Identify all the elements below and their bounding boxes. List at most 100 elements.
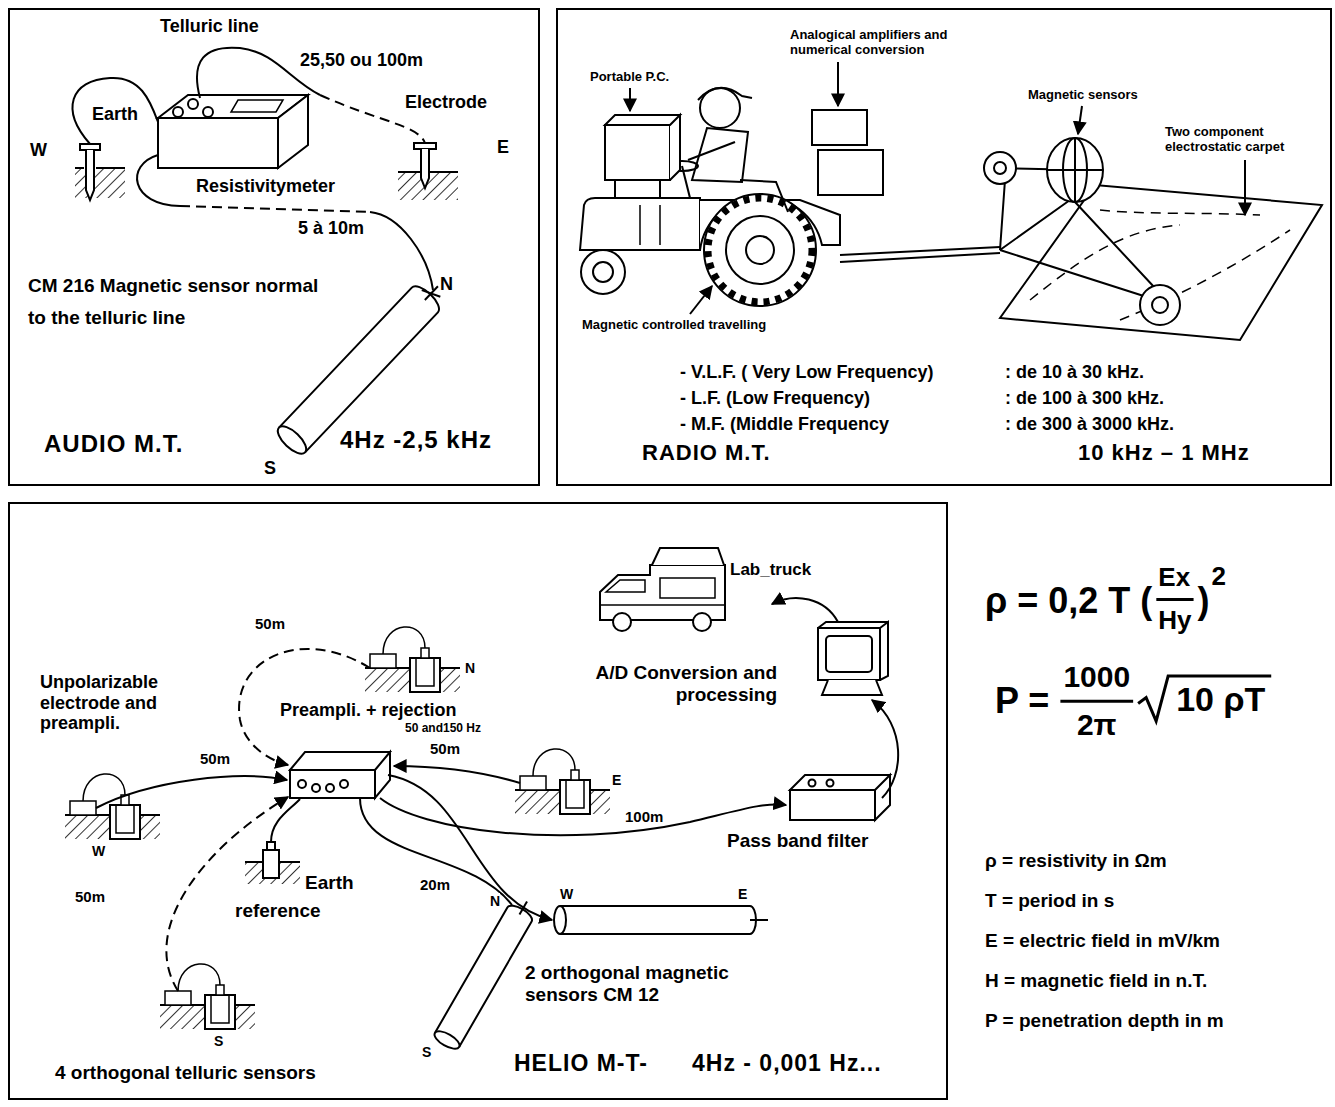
sensor-wires	[360, 775, 786, 920]
magnetic-sensor-we	[560, 906, 756, 934]
reference-electrode	[263, 850, 279, 878]
panel-title: 10 kHz – 1 MHz	[1078, 440, 1250, 465]
lab-truck	[693, 613, 711, 631]
preamp-rejection-box	[290, 752, 390, 798]
computer	[772, 598, 888, 695]
tractor	[593, 262, 613, 282]
annotation-label: Preampli. + rejection	[280, 700, 457, 721]
lab-truck	[613, 613, 631, 631]
annotation-label: CM 216 Magnetic sensor normal to the tel…	[28, 270, 328, 335]
annotation-label: Pass band filter	[727, 830, 869, 852]
telluric-electrodes	[365, 627, 460, 692]
annotation-label: E	[738, 886, 747, 902]
formula-part: 10 ρT	[1176, 680, 1265, 719]
electrode-stake	[398, 143, 458, 200]
trailer-frame	[1152, 297, 1168, 313]
annotation-label: 50m	[255, 615, 285, 632]
sensor-wires	[388, 775, 552, 920]
panel-box: HELIO M-T- 4Hz - 0,001 Hz...	[8, 502, 948, 1100]
driver	[682, 166, 690, 198]
tractor	[581, 250, 625, 294]
magnetic-sensor-ns	[520, 901, 528, 914]
pass-band-filter	[790, 775, 890, 820]
formula-part: 2	[1212, 562, 1226, 592]
resistivitymeter-box	[203, 107, 213, 117]
resistivitymeter-box	[231, 100, 283, 112]
annotation-label: Telluric line	[160, 16, 259, 37]
annotation-label: A/D Conversion and processing	[552, 662, 777, 706]
earth-stake	[75, 167, 125, 169]
pass-band-filter	[827, 780, 834, 787]
radio-illustration	[580, 62, 1322, 340]
annotation-label: E	[612, 772, 621, 788]
annotation-label: 50m	[200, 750, 230, 767]
annotation-label: S	[214, 1033, 223, 1049]
telluric-line	[197, 48, 425, 143]
annotation-label: W	[560, 886, 573, 902]
magnetic-sensors	[1047, 138, 1103, 202]
telluric-electrodes	[160, 964, 255, 1029]
helio-illustration	[65, 548, 898, 1052]
tractor	[580, 198, 700, 250]
formula-part: Ex	[1158, 563, 1190, 593]
sensor-wire	[370, 212, 433, 290]
trailer-frame	[840, 168, 1180, 325]
pass-band-filter	[790, 790, 875, 820]
annotation-label: : de 100 à 300 kHz.	[1005, 388, 1164, 409]
driver	[740, 180, 788, 212]
annotation-label: Portable P.C.	[590, 70, 669, 85]
electrode-stake	[421, 149, 429, 188]
lab-truck	[600, 548, 725, 631]
tractor	[726, 216, 794, 284]
portable-pc	[615, 180, 660, 198]
lab-truck	[600, 565, 725, 620]
annotation-label: E	[497, 137, 509, 158]
annotation-label: W	[30, 140, 47, 161]
panel-title: AUDIO M.T.	[44, 430, 183, 458]
annotation-label: Analogical amplifiers and numerical conv…	[790, 28, 980, 58]
earth-stake	[80, 144, 100, 150]
computer	[826, 636, 872, 672]
annotation-label: 4 orthogonal telluric sensors	[55, 1062, 316, 1084]
symbol-definition: T = period in s	[985, 890, 1114, 912]
annotation-label: Unpolarizable electrode and preampli.	[40, 672, 205, 734]
trailer-frame	[1140, 285, 1180, 325]
annotation-label: : de 300 à 3000 kHz.	[1005, 414, 1174, 435]
symbol-definition: H = magnetic field in n.T.	[985, 970, 1207, 992]
electrode-wires	[166, 797, 288, 991]
leader-arrows	[1244, 160, 1246, 215]
electrostatic-carpet	[1000, 185, 1322, 340]
preamp-rejection-box	[340, 780, 348, 788]
annotation-label: Magnetic controlled travelling	[582, 318, 766, 333]
electrostatic-carpet	[1000, 185, 1322, 340]
leader-arrows	[690, 286, 712, 314]
annotation-label: 25,50 ou 100m	[300, 50, 423, 71]
telluric-electrodes	[65, 774, 160, 839]
annotation-label: S	[422, 1044, 431, 1060]
annotation-label: W	[92, 843, 105, 859]
magnetic-sensors	[994, 162, 1006, 174]
annotation-label: - M.F. (Middle Frequency	[680, 414, 889, 435]
lab-truck	[652, 548, 724, 565]
electrode-stake	[414, 143, 436, 149]
electrode-wires	[96, 776, 287, 808]
magnetic-sensor-ns	[432, 894, 539, 1052]
computer	[772, 598, 838, 622]
magnetic-sensor-ns	[432, 1028, 462, 1052]
annotation-label: - V.L.F. ( Very Low Frequency)	[680, 362, 933, 383]
panel-box: RADIO M.T.10 kHz – 1 MHz	[556, 8, 1332, 486]
panel-title: 4Hz - 0,001 Hz...	[692, 1050, 882, 1076]
preamp-rejection-box	[326, 784, 334, 792]
magnetic-sensor-we	[554, 906, 566, 934]
lab-truck	[606, 578, 715, 598]
amplifier-boxes	[812, 110, 867, 145]
tractor	[746, 236, 774, 264]
lab-truck	[600, 604, 725, 606]
formula-part: ρ = 0,2 T (	[985, 580, 1152, 621]
panel-title: HELIO M-T-	[514, 1050, 648, 1076]
preamp-rejection-box	[298, 780, 306, 788]
telluric-electrodes	[515, 749, 610, 814]
symbol-definition: ρ = resistivity in Ωm	[985, 850, 1167, 872]
annotation-label: S	[264, 458, 276, 479]
